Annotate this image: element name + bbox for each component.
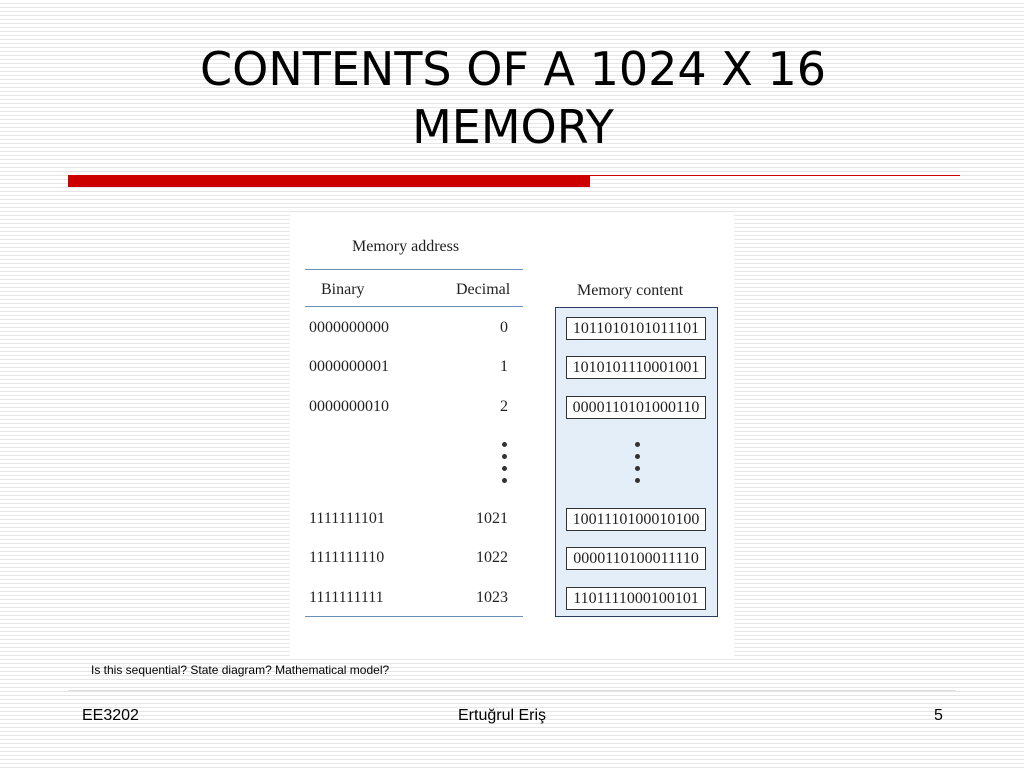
memory-figure: Memory address Binary Decimal Memory con…	[290, 213, 734, 658]
ellipsis-dot-content	[635, 478, 640, 483]
memory-word-3: 1001110100010100	[566, 508, 706, 531]
ellipsis-dot-content	[635, 454, 640, 459]
memory-word-2: 0000110101000110	[566, 396, 706, 419]
ellipsis-dot-address	[502, 466, 507, 471]
address-decimal-4: 1022	[476, 549, 508, 566]
memory-word-5: 1101111000100101	[566, 587, 706, 610]
address-decimal-3: 1021	[476, 510, 508, 527]
decimal-column-header: Decimal	[456, 281, 511, 298]
ellipsis-dot-content	[635, 466, 640, 471]
memory-word-4: 0000110100011110	[566, 547, 706, 570]
address-header-rule	[305, 269, 523, 270]
memory-content-panel: 1011010101011101 1010101110001001 000011…	[555, 307, 718, 617]
footer-divider	[68, 690, 956, 691]
ellipsis-dot-address	[502, 454, 507, 459]
address-decimal-5: 1023	[476, 589, 508, 606]
memory-word-0: 1011010101011101	[566, 317, 706, 340]
address-binary-3: 1111111101	[309, 510, 385, 527]
address-binary-1: 0000000001	[309, 358, 389, 375]
binary-column-header: Binary	[321, 281, 365, 298]
table-bottom-rule	[305, 616, 523, 617]
address-decimal-1: 1	[500, 358, 508, 375]
footer-page-number: 5	[934, 707, 943, 724]
address-decimal-2: 2	[500, 398, 508, 415]
title-underline-bar	[68, 175, 590, 187]
address-binary-5: 1111111111	[309, 589, 384, 606]
slide-note: Is this sequential? State diagram? Mathe…	[91, 663, 390, 677]
slide-title-line-2: MEMORY	[412, 100, 614, 154]
address-binary-0: 0000000000	[309, 319, 389, 336]
footer-author: Ertuğrul Eriş	[458, 707, 547, 724]
slide-title-line-1: CONTENTS OF A 1024 X 16	[200, 42, 826, 96]
title-underline-thin	[590, 175, 960, 176]
slide-title: CONTENTS OF A 1024 X 16 MEMORY	[68, 40, 958, 156]
ellipsis-dot-address	[502, 478, 507, 483]
address-decimal-0: 0	[500, 319, 508, 336]
ellipsis-dot-address	[502, 442, 507, 447]
footer-course-code: EE3202	[82, 707, 139, 724]
memory-word-1: 1010101110001001	[566, 356, 706, 379]
address-binary-4: 1111111110	[309, 549, 385, 566]
ellipsis-dot-content	[635, 442, 640, 447]
memory-address-header: Memory address	[352, 238, 460, 255]
address-binary-2: 0000000010	[309, 398, 389, 415]
memory-content-header: Memory content	[577, 282, 684, 299]
column-header-rule	[305, 306, 523, 307]
